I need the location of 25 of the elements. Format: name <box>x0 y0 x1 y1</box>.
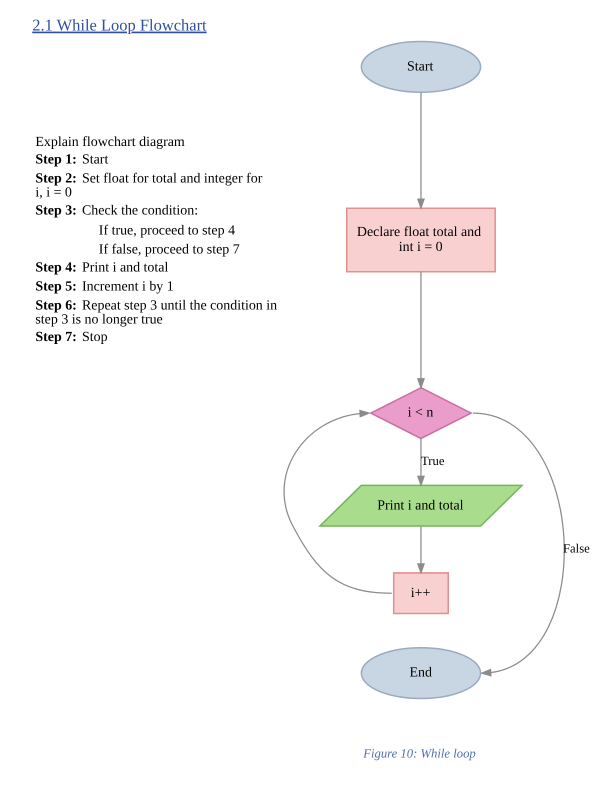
arrow <box>416 526 424 575</box>
label: Explain flowchart diagram <box>34 134 184 150</box>
label: Step 1: Start <box>34 152 108 168</box>
label: Step 6: Repeat step 3 until the condition in step 3 is no longer true <box>34 298 277 328</box>
node-diamond: i < n <box>368 386 472 440</box>
node-ellipse: Start <box>360 40 481 93</box>
diagram-title: 2.1 While Loop Flowchart <box>32 16 206 35</box>
arrow <box>472 412 564 677</box>
node-box: i++ <box>392 572 448 614</box>
label: If false, proceed to step 7 <box>98 242 240 258</box>
edge-label: True <box>420 454 444 468</box>
edge-label: False <box>562 542 590 556</box>
arrow <box>416 92 424 210</box>
arrow <box>283 410 392 594</box>
arrow <box>416 438 424 488</box>
node-ellipse: End <box>360 647 481 700</box>
label: Step 7: Stop <box>34 330 108 346</box>
label: If true, proceed to step 4 <box>98 224 235 239</box>
arrow <box>416 272 424 390</box>
label: Step 3: Check the condition: <box>34 203 198 218</box>
caption: Figure 10: While loop <box>362 746 476 760</box>
node-box: Declare float total and int i = 0 <box>346 208 496 272</box>
label: Step 5: Increment i by 1 <box>34 279 174 294</box>
label: Step 4: Print i and total <box>34 260 168 276</box>
label: Step 2: Set float for total and integer for i, i = 0 <box>34 172 262 201</box>
